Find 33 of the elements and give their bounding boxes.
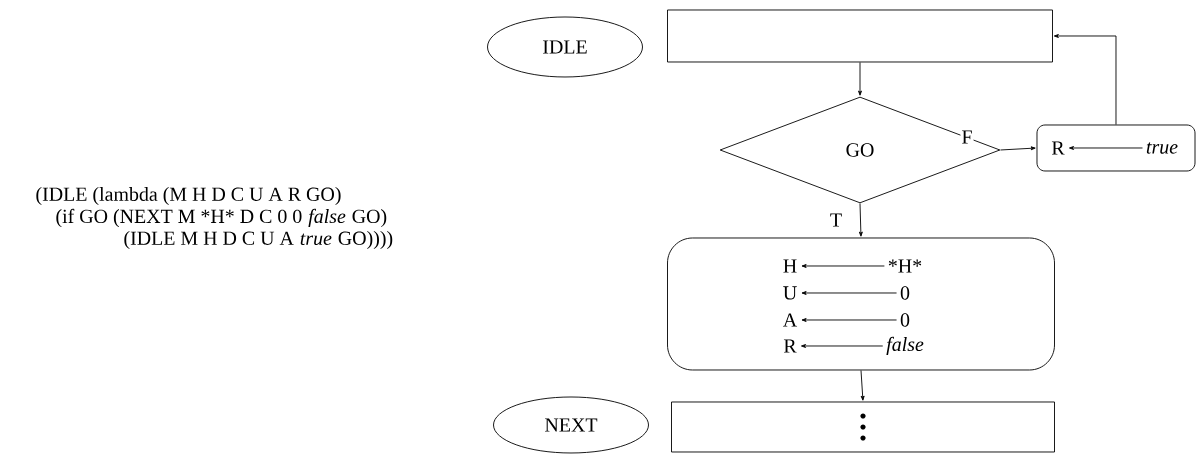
edge-label: F [960, 129, 974, 145]
arrow [1053, 34, 1117, 125]
variable-label: R [1051, 141, 1065, 155]
value-label: *H* [888, 259, 922, 273]
code-text: (if GO (NEXT M *H* D C 0 0 [56, 208, 302, 228]
value-label: 0 [900, 313, 910, 327]
variable-label: R [783, 339, 797, 353]
assignment-arrow [801, 291, 898, 295]
code-text: true [300, 233, 332, 245]
arrow [860, 370, 865, 401]
assignment-box [1036, 124, 1196, 172]
assignment-box [667, 237, 1055, 371]
code-text: (IDLE (lambda (M H D C U A R GO) [36, 186, 341, 205]
arrow [1000, 146, 1036, 151]
process-box [667, 9, 1053, 63]
variable-label: A [783, 313, 798, 327]
code-text: GO)))) [338, 230, 393, 249]
assignment-arrow [801, 264, 885, 268]
code-text: (IDLE M H D C U A [124, 230, 294, 249]
value-label: 0 [900, 286, 910, 300]
edge-label: T [828, 212, 844, 228]
code-text: GO) [352, 209, 387, 228]
assignment-arrow [1069, 146, 1143, 150]
assignment-arrow [801, 344, 884, 348]
value-label: true [1146, 142, 1178, 154]
arrow [858, 62, 862, 96]
variable-label: U [783, 286, 797, 300]
process-box [671, 401, 1055, 453]
variable-label: H [783, 259, 797, 273]
value-label: false [886, 336, 924, 356]
arrow [858, 203, 863, 237]
code-text: false [308, 208, 346, 228]
assignment-arrow [801, 318, 898, 322]
